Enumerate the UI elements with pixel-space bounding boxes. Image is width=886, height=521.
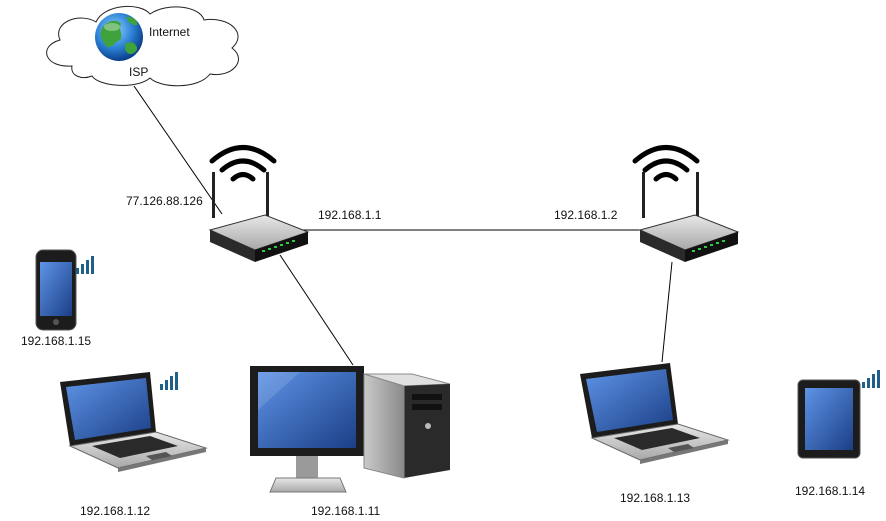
- internet-cloud: Internet ISP: [46, 5, 239, 87]
- wifi-signal-icon: [632, 145, 700, 182]
- router-icon: [208, 172, 310, 262]
- laptop-left-ip: 192.168.1.12: [80, 504, 150, 518]
- desktop-computer-icon: [250, 366, 451, 493]
- isp-label: ISP: [129, 65, 148, 79]
- signal-bars-icon: [160, 372, 178, 390]
- laptop-icon: [580, 363, 730, 464]
- router-2-lan-ip: 192.168.1.2: [554, 208, 618, 222]
- laptop-right-device: 192.168.1.13: [580, 363, 730, 505]
- router-1-lan-ip: 192.168.1.1: [318, 208, 382, 222]
- router-1-wan-ip: 77.126.88.126: [126, 194, 203, 208]
- signal-bars-icon: [862, 370, 880, 388]
- phone-device: 192.168.1.15: [21, 249, 94, 348]
- laptop-left-device: 192.168.1.12: [60, 372, 208, 518]
- laptop-icon: [60, 372, 208, 472]
- phone-ip: 192.168.1.15: [21, 334, 91, 348]
- router-1: 77.126.88.126 192.168.1.1: [126, 145, 382, 262]
- desktop-device: 192.168.1.11: [250, 366, 451, 518]
- tablet-device: 192.168.1.14: [795, 370, 880, 498]
- link-router2-laptop-right: [661, 261, 673, 363]
- cloud-icon: [46, 5, 239, 87]
- wifi-signal-icon: [209, 145, 277, 182]
- signal-bars-icon: [76, 256, 94, 274]
- globe-icon: [95, 13, 143, 61]
- smartphone-icon: [35, 249, 77, 331]
- tablet-icon: [797, 379, 861, 459]
- link-isp-router1: [133, 85, 223, 215]
- router-icon: [638, 172, 740, 262]
- tablet-ip: 192.168.1.14: [795, 484, 865, 498]
- laptop-right-ip: 192.168.1.13: [620, 491, 690, 505]
- internet-label: Internet: [149, 25, 190, 39]
- connections: [133, 85, 673, 366]
- router-2: 192.168.1.2: [554, 145, 740, 262]
- desktop-ip: 192.168.1.11: [311, 504, 381, 518]
- link-router1-desktop: [279, 254, 354, 366]
